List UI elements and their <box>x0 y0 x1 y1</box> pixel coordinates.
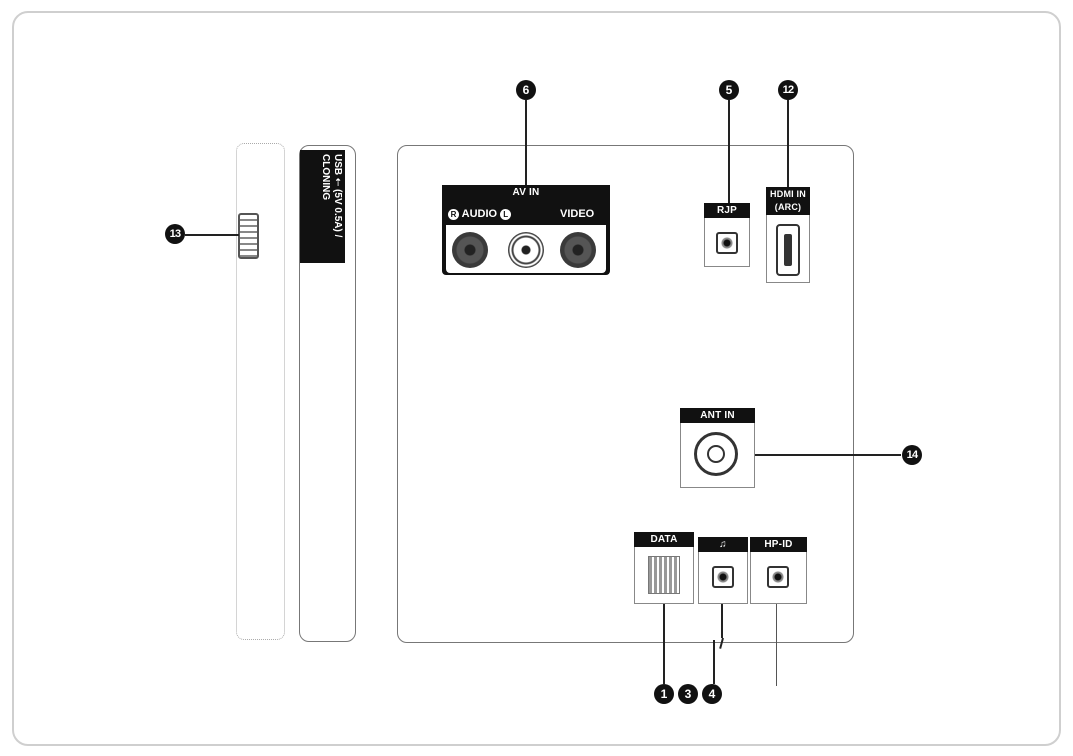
callout-4: 4 <box>702 684 722 704</box>
callout-5-line <box>728 100 730 203</box>
ant-in-label: ANT IN <box>680 408 755 423</box>
diagram-frame <box>12 11 1061 746</box>
hdmi-arc-text: (ARC) <box>774 202 802 212</box>
callout-13-line <box>185 234 239 236</box>
headphone-label: ♫ <box>698 537 748 552</box>
usb-port <box>238 213 259 259</box>
callout-3: 3 <box>678 684 698 704</box>
callout-12-line <box>787 100 789 187</box>
audio-r-icon: R <box>448 208 459 220</box>
audio-l-jack <box>508 232 544 268</box>
av-in-label: AV IN <box>442 185 610 200</box>
data-port <box>648 556 680 594</box>
callout-6-line <box>525 100 527 185</box>
audio-label: R AUDIO L <box>448 208 512 220</box>
usb-label: USB ⇠ (5V 0.5A) / CLONING <box>300 150 345 263</box>
callout-4-line-a <box>721 604 723 638</box>
callout-6: 6 <box>516 80 536 100</box>
headphone-jack <box>712 566 734 588</box>
hp-id-label: HP-ID <box>750 537 807 552</box>
hdmi-port <box>776 224 800 276</box>
callout-14: 14 <box>902 445 922 465</box>
callout-14-line <box>755 454 901 456</box>
callout-1: 1 <box>654 684 674 704</box>
rjp-label: RJP <box>704 203 750 218</box>
data-label: DATA <box>634 532 694 547</box>
ant-in-jack <box>694 432 738 476</box>
side-panel-outline <box>236 143 285 640</box>
callout-5: 5 <box>719 80 739 100</box>
video-label: VIDEO <box>560 208 595 220</box>
rjp-jack <box>716 232 738 254</box>
callout-13: 13 <box>165 224 185 244</box>
audio-text: AUDIO <box>461 208 498 220</box>
hdmi-in-text: HDMI IN <box>770 189 806 199</box>
hp-id-jack <box>767 566 789 588</box>
audio-r-jack <box>452 232 488 268</box>
callout-12: 12 <box>778 80 798 100</box>
hdmi-label: HDMI IN (ARC) <box>766 187 810 215</box>
hp-id-line <box>776 604 777 686</box>
audio-l-icon: L <box>500 208 512 220</box>
callout-4-line-c <box>713 640 715 684</box>
video-jack <box>560 232 596 268</box>
callout-1-line <box>663 604 665 684</box>
